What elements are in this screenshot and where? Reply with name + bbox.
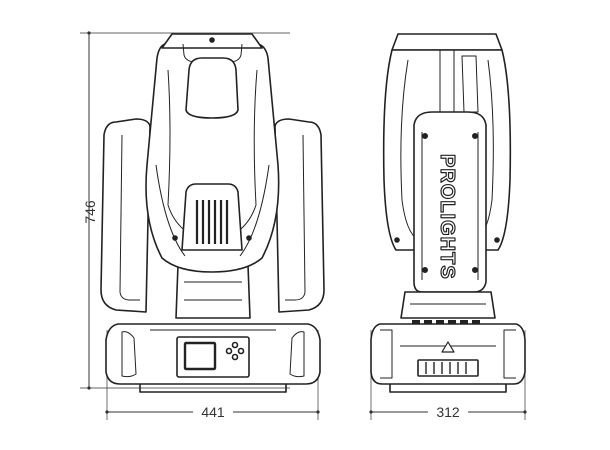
side-vent-grille <box>417 359 479 377</box>
height-label: 746 <box>82 200 98 224</box>
front-fan-vent <box>195 200 229 244</box>
front-control-panel <box>176 336 250 378</box>
front-yoke-hub <box>175 264 251 319</box>
front-yoke-right-arm <box>274 118 325 313</box>
side-connector-pins <box>412 320 480 326</box>
front-lcd-screen <box>183 341 217 371</box>
brand-logo: PROLIGHTS <box>436 154 458 280</box>
side-view: PROLIGHTS <box>370 33 526 393</box>
side-yoke-arm <box>413 111 487 293</box>
height-dimension <box>80 31 290 390</box>
front-yoke-left-arm <box>100 118 151 313</box>
front-width-label: 441 <box>201 404 225 420</box>
side-base <box>370 323 526 393</box>
front-view <box>100 33 325 393</box>
warning-triangle-icon <box>441 341 455 353</box>
front-head <box>145 33 280 273</box>
side-neck <box>400 291 496 319</box>
side-width-label: 312 <box>436 404 460 420</box>
